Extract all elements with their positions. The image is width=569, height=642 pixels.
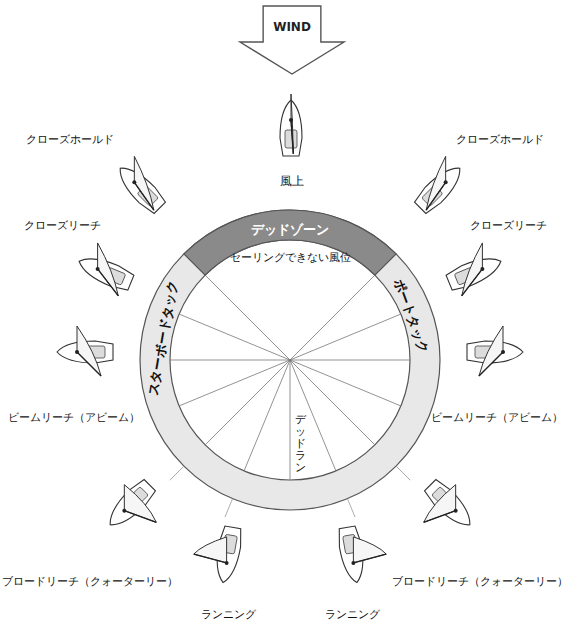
sail	[353, 537, 386, 563]
sailboat	[194, 526, 244, 585]
sail	[194, 537, 227, 563]
sailboat	[102, 477, 157, 532]
boom	[479, 352, 503, 376]
sail	[124, 485, 156, 523]
sailboat	[422, 477, 477, 532]
hull	[102, 477, 157, 532]
spoke-line	[225, 499, 233, 517]
spokes	[170, 275, 410, 480]
mast	[225, 561, 229, 565]
sailboat	[445, 243, 505, 296]
sailboat	[467, 326, 523, 376]
spoke-line	[290, 314, 401, 360]
point-of-sail-label: クローズホールド	[26, 133, 114, 146]
boom	[462, 269, 483, 296]
point-of-sail-label: クローズリーチ	[470, 219, 547, 232]
dead-zone-sector	[184, 210, 396, 275]
wind-label: WIND	[273, 20, 311, 34]
spoke-line	[205, 275, 290, 360]
point-of-sail-label: クローズホールド	[456, 133, 544, 146]
sailboat	[57, 326, 113, 376]
spoke-line	[290, 360, 410, 361]
mast	[351, 561, 355, 565]
direction-label: 風上	[280, 174, 304, 188]
mast	[501, 350, 505, 354]
tack-label: スターボードタック	[145, 279, 181, 397]
zone-label: デッドゾーン	[251, 223, 329, 237]
dead-zone-band-outline	[184, 210, 396, 276]
point-of-sail-label: ランニング	[201, 608, 256, 621]
sail	[424, 485, 456, 523]
sailboat	[336, 526, 386, 585]
mast	[480, 267, 484, 271]
wind-arrow: WIND	[240, 6, 344, 76]
outer-spokes	[170, 466, 410, 517]
point-of-sail-label: ランニング	[325, 608, 380, 621]
point-of-sail-label: ビームリーチ（アビーム）	[431, 411, 563, 424]
spoke-line	[290, 275, 375, 360]
mast	[122, 509, 126, 513]
boom	[291, 120, 293, 154]
cockpit	[285, 130, 297, 148]
point-of-sail-label: クローズリーチ	[24, 219, 101, 232]
zone-note: セーリングできない風位	[230, 251, 351, 264]
sail	[291, 94, 293, 154]
hull	[422, 477, 477, 532]
point-of-sail-label: デッドラン	[295, 414, 306, 474]
wind-arrow-outline	[240, 6, 344, 76]
spoke-line	[179, 360, 290, 406]
spoke-line	[290, 360, 401, 406]
arrow-outline	[240, 6, 344, 74]
mast	[75, 350, 79, 354]
spoke-line	[205, 360, 290, 445]
tack-label: ポートタック	[390, 277, 431, 356]
mast	[444, 180, 448, 184]
boom	[353, 554, 386, 563]
boom	[194, 554, 227, 563]
mast	[289, 118, 293, 122]
boom	[98, 269, 119, 296]
sailboat	[112, 156, 167, 215]
point-of-sail-label: ブロードリーチ（クォーターリー）	[2, 575, 178, 588]
mast	[96, 267, 100, 271]
sailboat	[280, 94, 302, 156]
boats	[57, 94, 523, 584]
mast	[454, 509, 458, 513]
boom	[426, 182, 446, 210]
boom	[124, 511, 156, 523]
spoke-line	[396, 466, 410, 480]
sail	[77, 326, 101, 376]
tack-ring	[140, 210, 440, 510]
dead-zone-band: デッドゾーン	[184, 210, 396, 276]
mast	[132, 180, 136, 184]
sail	[98, 243, 119, 296]
sail	[462, 243, 483, 296]
spoke-line	[179, 314, 290, 360]
sail	[479, 326, 503, 376]
boom	[424, 511, 456, 523]
spoke-line	[347, 499, 355, 517]
spoke-line	[244, 360, 290, 471]
sailboat	[75, 243, 135, 296]
boom	[134, 182, 154, 210]
boom	[77, 352, 101, 376]
point-of-sail-label: ビームリーチ（アビーム）	[8, 411, 140, 424]
spoke-line	[290, 360, 291, 480]
spoke-line	[170, 360, 290, 361]
spoke-line	[170, 466, 184, 480]
point-of-sail-label: ブロードリーチ（クォーターリー）	[392, 575, 568, 588]
sail	[134, 156, 154, 210]
sailboat	[412, 156, 467, 215]
sail	[426, 156, 446, 210]
